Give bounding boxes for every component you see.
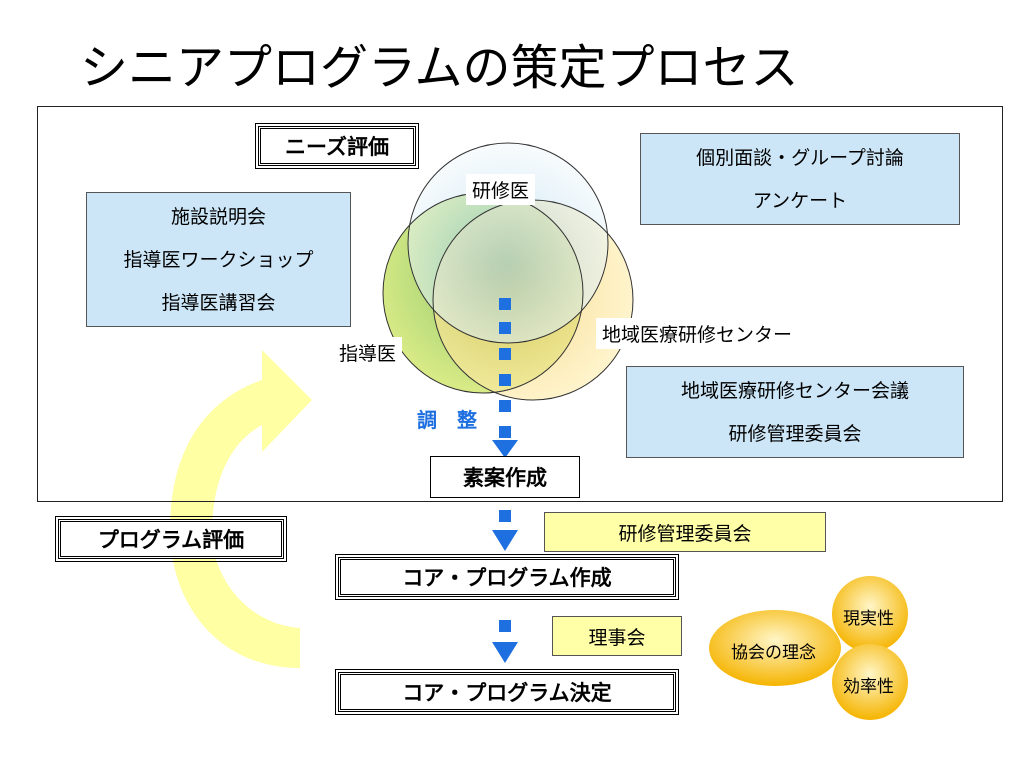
label-resident: 研修医 (466, 174, 536, 205)
circle-resident (408, 143, 608, 343)
label-supervisor: 指導医 (333, 337, 403, 368)
right-methods-box: 個別面談・グループ討論 アンケート (640, 133, 960, 225)
program-eval-label: プログラム評価 (55, 516, 287, 562)
committee-box: 研修管理委員会 (544, 512, 826, 552)
core-create-box: コア・プログラム作成 (335, 554, 679, 600)
page-title: シニアプログラムの策定プロセス (80, 40, 799, 96)
left-method-1: 施設説明会 (170, 206, 266, 228)
left-method-3: 指導医講習会 (161, 292, 276, 314)
left-method-2: 指導医ワークショップ (123, 249, 314, 271)
needs-eval-frame (37, 106, 1003, 502)
center-meetings-box: 地域医療研修センター会議 研修管理委員会 (626, 366, 964, 458)
board-box: 理事会 (552, 616, 682, 656)
bubble-efficiency-label: 効率性 (843, 677, 894, 697)
left-methods-box: 施設説明会 指導医ワークショップ 指導医講習会 (86, 192, 351, 327)
bubble-philosophy-label: 協会の理念 (731, 643, 816, 663)
adjust-label: 調 整 (417, 408, 477, 432)
bubble-efficiency (832, 644, 908, 720)
bubble-philosophy (709, 610, 841, 686)
right-method-2: アンケート (752, 190, 848, 212)
draft-to-core-arrow (492, 510, 518, 551)
core-to-decide-arrow (492, 620, 518, 663)
center-meeting-1: 地域医療研修センター会議 (680, 380, 909, 402)
bubble-reality-label: 現実性 (843, 609, 894, 629)
bubble-reality (832, 576, 908, 652)
right-method-1: 個別面談・グループ討論 (696, 147, 904, 169)
core-decide-box: コア・プログラム決定 (335, 669, 679, 715)
adjust-arrow (492, 298, 518, 458)
label-center: 地域医療研修センター (596, 318, 799, 349)
draft-box: 素案作成 (430, 456, 580, 498)
needs-eval-label: ニーズ評価 (255, 123, 419, 169)
center-meeting-2: 研修管理委員会 (728, 423, 862, 445)
cycle-arrow (170, 350, 312, 700)
